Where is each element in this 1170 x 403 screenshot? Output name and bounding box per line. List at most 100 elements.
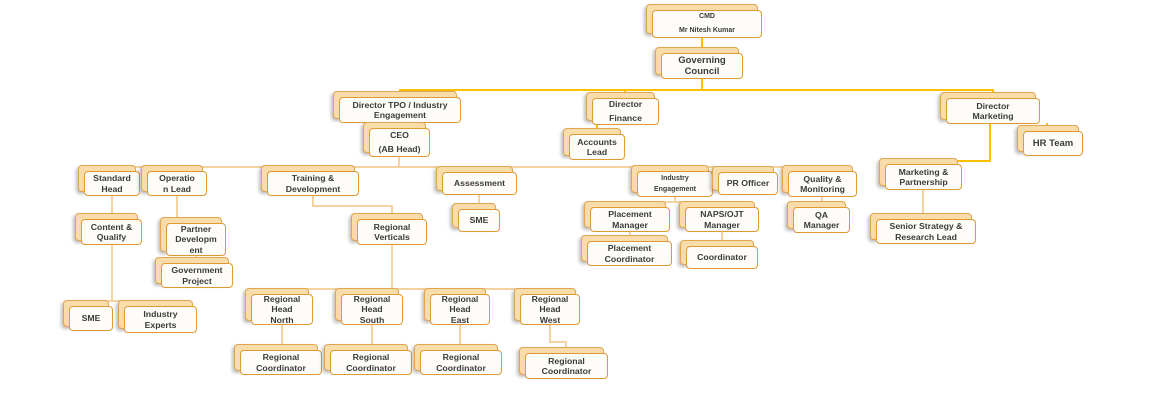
org-node-face: Operatio n Lead bbox=[147, 171, 207, 196]
org-node-label: Operatio n Lead bbox=[159, 173, 195, 194]
org-node-label: Accounts Lead bbox=[577, 136, 617, 157]
org-node-accounts-lead[interactable]: Accounts Lead bbox=[563, 128, 625, 160]
connector-line bbox=[400, 89, 993, 91]
org-node-face: Regional Verticals bbox=[357, 219, 427, 245]
org-node-label: PR Officer bbox=[726, 178, 770, 189]
org-node-face: PR Officer bbox=[718, 172, 778, 195]
org-node-placement-coordinator[interactable]: Placement Coordinator bbox=[581, 235, 672, 266]
org-node-naps-ojt-manager[interactable]: NAPS/OJT Manager bbox=[679, 201, 759, 232]
org-node-operation-lead[interactable]: Operatio n Lead bbox=[141, 165, 207, 196]
org-node-governing-council[interactable]: Governing Council bbox=[655, 47, 743, 79]
org-node-label: NAPS/OJT Manager bbox=[700, 209, 744, 230]
org-node-face: Marketing & Partnership bbox=[885, 164, 962, 190]
org-node-face: Director TPO / Industry Engagement bbox=[339, 97, 461, 123]
org-node-label: Marketing & Partnership bbox=[898, 166, 949, 187]
connector-line bbox=[989, 123, 991, 162]
org-node-face: Placement Coordinator bbox=[587, 241, 672, 266]
org-node-coordinator[interactable]: Coordinator bbox=[680, 240, 758, 269]
org-node-face: Regional Head South bbox=[341, 294, 403, 325]
org-node-director-marketing[interactable]: Director Marketing bbox=[940, 92, 1040, 124]
org-node-label: Training & Development bbox=[285, 173, 341, 194]
org-node-face: Placement Manager bbox=[590, 207, 670, 232]
org-node-quality-monitoring[interactable]: Quality & Monitoring bbox=[782, 165, 857, 197]
org-node-ceo[interactable]: CEO (AB Head) bbox=[363, 122, 430, 157]
org-node-face: CEO (AB Head) bbox=[369, 128, 430, 157]
org-node-hr-team[interactable]: HR Team bbox=[1017, 125, 1083, 156]
org-node-label: Regional Head North bbox=[263, 294, 301, 325]
org-node-face: Senior Strategy & Research Lead bbox=[876, 219, 976, 244]
org-node-training-development[interactable]: Training & Development bbox=[261, 165, 359, 196]
org-node-government-project[interactable]: Government Project bbox=[155, 257, 233, 288]
connector-line bbox=[371, 324, 373, 351]
org-node-qa-manager[interactable]: QA Manager bbox=[787, 201, 850, 233]
org-node-label: Industry Experts bbox=[143, 309, 178, 330]
org-node-label: HR Team bbox=[1032, 137, 1074, 149]
org-node-regional-head-west[interactable]: Regional Head West bbox=[514, 288, 580, 325]
org-node-label: Regional Coordinator bbox=[436, 352, 486, 373]
org-node-face: Standard Head bbox=[84, 171, 140, 196]
org-node-face: QA Manager bbox=[793, 207, 850, 233]
org-node-face: Regional Head East bbox=[430, 294, 490, 325]
org-node-face: Governing Council bbox=[661, 53, 743, 79]
org-node-regional-coordinator-east[interactable]: Regional Coordinator bbox=[414, 344, 502, 375]
org-node-label: Assessment bbox=[453, 178, 506, 189]
connector-line bbox=[459, 324, 461, 351]
org-node-face: Government Project bbox=[161, 263, 233, 288]
org-node-label: CMD Mr Nitesh Kumar bbox=[678, 13, 735, 34]
org-node-label: Director Marketing bbox=[972, 100, 1014, 121]
connector-line bbox=[549, 341, 567, 343]
org-node-regional-coordinator-south[interactable]: Regional Coordinator bbox=[324, 344, 412, 375]
org-node-label: Government Project bbox=[171, 265, 223, 286]
org-node-partner-development[interactable]: Partner Developm ent bbox=[160, 217, 226, 256]
connector-line bbox=[281, 324, 283, 351]
org-node-label: CEO (AB Head) bbox=[378, 130, 421, 154]
org-node-face: Industry Experts bbox=[124, 306, 197, 333]
org-node-regional-head-east[interactable]: Regional Head East bbox=[424, 288, 490, 325]
connector-line bbox=[312, 205, 393, 207]
org-node-face: Director Finance bbox=[592, 98, 659, 125]
connector-line bbox=[391, 205, 393, 220]
org-node-label: Industry Engagement bbox=[653, 174, 696, 193]
org-node-industry-engagement[interactable]: Industry Engagement bbox=[631, 165, 713, 197]
org-node-face: Content & Qualify bbox=[81, 219, 142, 245]
org-node-face: Regional Coordinator bbox=[240, 350, 322, 375]
org-node-regional-coordinator-north[interactable]: Regional Coordinator bbox=[234, 344, 322, 375]
org-node-face: Coordinator bbox=[686, 246, 758, 269]
org-node-face: Regional Coordinator bbox=[420, 350, 502, 375]
org-node-label: SME bbox=[469, 215, 489, 226]
org-node-director-finance[interactable]: Director Finance bbox=[586, 92, 659, 125]
org-node-assessment[interactable]: Assessment bbox=[436, 166, 517, 195]
org-node-label: Coordinator bbox=[697, 252, 747, 263]
org-node-standard-head[interactable]: Standard Head bbox=[78, 165, 140, 196]
connector-line bbox=[674, 196, 676, 203]
org-node-face: SME bbox=[458, 209, 500, 232]
org-node-placement-manager[interactable]: Placement Manager bbox=[584, 201, 670, 232]
org-node-senior-strategy-research-lead[interactable]: Senior Strategy & Research Lead bbox=[870, 213, 976, 244]
connector-line bbox=[701, 38, 703, 54]
org-node-marketing-partnership[interactable]: Marketing & Partnership bbox=[879, 158, 962, 190]
connector-line bbox=[922, 188, 924, 221]
org-node-label: Regional Coordinator bbox=[346, 352, 396, 373]
org-node-pr-officer[interactable]: PR Officer bbox=[712, 166, 778, 195]
org-node-label: Director Finance bbox=[608, 99, 643, 123]
org-node-label: Regional Head West bbox=[531, 294, 569, 325]
org-node-regional-head-south[interactable]: Regional Head South bbox=[335, 288, 403, 325]
org-node-regional-coordinator-west[interactable]: Regional Coordinator bbox=[519, 347, 608, 379]
org-node-sme-content[interactable]: SME bbox=[63, 300, 113, 331]
org-node-director-tpo[interactable]: Director TPO / Industry Engagement bbox=[333, 91, 461, 123]
org-node-face: Partner Developm ent bbox=[166, 223, 226, 256]
connector-line bbox=[312, 194, 314, 207]
org-node-face: Regional Coordinator bbox=[525, 353, 608, 379]
org-node-label: Governing Council bbox=[678, 54, 726, 77]
org-node-content-qualify[interactable]: Content & Qualify bbox=[75, 213, 142, 245]
org-node-regional-verticals[interactable]: Regional Verticals bbox=[351, 213, 427, 245]
org-node-sme-assessment[interactable]: SME bbox=[452, 203, 500, 232]
org-node-regional-head-north[interactable]: Regional Head North bbox=[245, 288, 313, 325]
org-node-industry-experts[interactable]: Industry Experts bbox=[118, 300, 197, 333]
org-node-face: Regional Coordinator bbox=[330, 350, 412, 375]
org-node-cmd[interactable]: CMD Mr Nitesh Kumar bbox=[646, 4, 762, 38]
org-node-face: Assessment bbox=[442, 172, 517, 195]
org-node-face: Training & Development bbox=[267, 171, 359, 196]
connector-line bbox=[176, 194, 178, 224]
